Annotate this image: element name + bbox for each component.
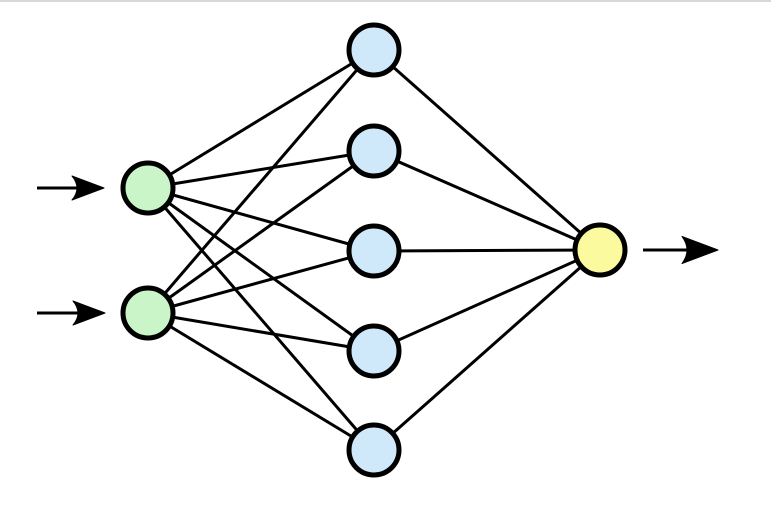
hidden-node-h1 [346,22,402,78]
edge-in1-h1 [147,48,375,190]
edge-in2-h2 [147,149,375,315]
hidden-node-h3 [346,223,402,279]
edge-in2-h5 [147,311,375,452]
edge-in1-h4 [147,186,375,353]
edge-h2-out1 [373,149,601,252]
hidden-node-h2 [346,123,402,179]
edge-in1-h5 [146,187,376,451]
input-node-in2 [120,285,176,341]
output-arrow [643,236,719,264]
output-node-out1 [572,222,628,278]
hidden-node-h4 [346,323,402,379]
input-arrow-2-head [72,300,106,326]
edge-h4-out1 [373,248,601,353]
edge-h3-out1 [373,248,601,253]
input-arrow-1 [37,175,105,201]
input-node-in1 [120,160,176,216]
input-arrow-2 [37,300,106,326]
input-arrow-1-head [71,175,105,201]
edge-in1-h2 [147,149,375,190]
hidden-node-h5 [346,422,402,478]
edge-h1-out1 [373,48,601,252]
edge-in1-h3 [147,186,375,253]
edge-in2-h3 [147,249,375,315]
edge-in2-h4 [147,311,375,353]
top-border-line [0,0,771,2]
edge-h5-out1 [373,248,601,452]
output-arrow-head [681,236,719,264]
edge-in2-h1 [146,49,376,314]
